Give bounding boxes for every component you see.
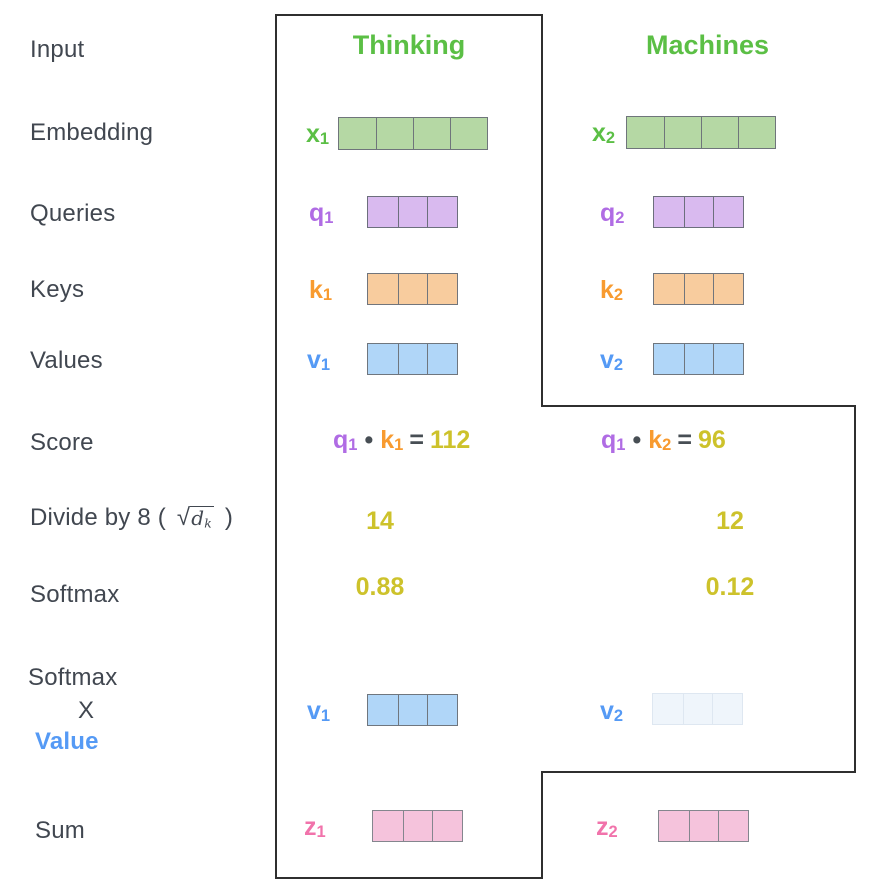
vector-cell [683,274,713,304]
vector-cell [397,197,427,227]
vector-cell [427,274,457,304]
k2-label: k2 [600,276,624,304]
q2-label: q2 [600,199,625,227]
softmax-score-2: 0.12 [705,573,755,601]
vector-cell [373,811,403,841]
row-label-softmax: Softmax [30,581,120,608]
score2-q-term: q1 [601,426,626,454]
vector-cell [427,344,457,374]
row-label-embedding: Embedding [30,119,154,146]
score-equation-1: q1•k1=112 [333,426,470,455]
divide-label-prefix: Divide by 8 ( [30,504,166,531]
vector-cell [368,695,398,725]
dot-product-symbol: • [364,426,374,454]
vector-cell [701,117,738,148]
softmax-value-v2-vector-faded [652,693,743,725]
vector-cell [688,811,718,841]
row-label-queries: Queries [30,200,116,227]
vector-cell [397,274,427,304]
x2-label: x2 [592,119,616,147]
q1-label: q1 [309,199,334,227]
vector-cell [654,197,684,227]
vector-cell [402,811,432,841]
vector-cell [712,694,742,724]
sqrt-dk-formula: √dk [177,504,214,532]
softmax-value-v2-label: v2 [600,697,624,725]
v1-vector [367,343,458,375]
score1-k-term: k1 [380,426,404,454]
score2-k-term: k2 [648,426,672,454]
dot-product-symbol: • [632,426,642,454]
divide-label-suffix: ) [224,504,234,531]
k2-vector [653,273,744,305]
vector-cell [683,197,713,227]
x2-vector [626,116,776,149]
vector-cell [713,274,743,304]
row-label-sum: Sum [35,817,85,844]
vector-cell [659,811,689,841]
vector-cell [654,344,684,374]
score1-result: 112 [429,426,471,454]
vector-cell [339,118,376,149]
vector-cell [368,344,398,374]
vector-cell [654,274,684,304]
column-header-machines: Machines [645,30,770,60]
vector-cell [713,344,743,374]
q2-vector [653,196,744,228]
v2-label: v2 [600,346,624,374]
vector-cell [683,344,713,374]
x1-label: x1 [306,120,330,148]
vector-cell [427,695,457,725]
row-label-divide: Divide by 8 ( √dk ) [30,504,233,532]
equals-sign: = [677,426,692,454]
vector-cell [718,811,748,841]
row-label-input: Input [30,36,85,63]
k1-label: k1 [309,276,333,304]
score2-result: 96 [697,426,726,454]
q1-vector [367,196,458,228]
x1-vector [338,117,488,150]
vector-cell [450,118,487,149]
row-label-softmax-x-value-line2: X [78,697,95,724]
vector-cell [376,118,413,149]
row-label-keys: Keys [30,276,85,303]
score1-q-term: q1 [333,426,358,454]
vector-cell [713,197,743,227]
z2-label: z2 [596,813,618,841]
row-label-softmax-x-value-line3: Value [35,728,99,755]
z2-vector [658,810,749,842]
row-label-softmax-x-value-line1: Softmax [28,664,118,691]
divided-score-1: 14 [366,507,394,535]
v2-vector [653,343,744,375]
softmax-score-1: 0.88 [355,573,405,601]
vector-cell [627,117,664,148]
softmax-value-v1-label: v1 [307,697,331,725]
vector-cell [738,117,775,148]
vector-cell [397,344,427,374]
radical-sign: √ [176,504,191,531]
vector-cell [664,117,701,148]
equals-sign: = [409,426,424,454]
k1-vector [367,273,458,305]
softmax-value-v1-vector [367,694,458,726]
v1-label: v1 [307,346,331,374]
radicand-dk: dk [190,506,214,531]
vector-cell [397,695,427,725]
vector-cell [368,197,398,227]
divided-score-2: 12 [716,507,744,535]
vector-cell [653,694,683,724]
score-equation-2: q1•k2=96 [601,426,726,455]
vector-cell [368,274,398,304]
vector-cell [427,197,457,227]
vector-cell [413,118,450,149]
column-header-thinking: Thinking [352,30,466,60]
z1-label: z1 [304,813,326,841]
z1-vector [372,810,463,842]
vector-cell [682,694,712,724]
row-label-score: Score [30,429,94,456]
vector-cell [432,811,462,841]
row-label-values: Values [30,347,103,374]
